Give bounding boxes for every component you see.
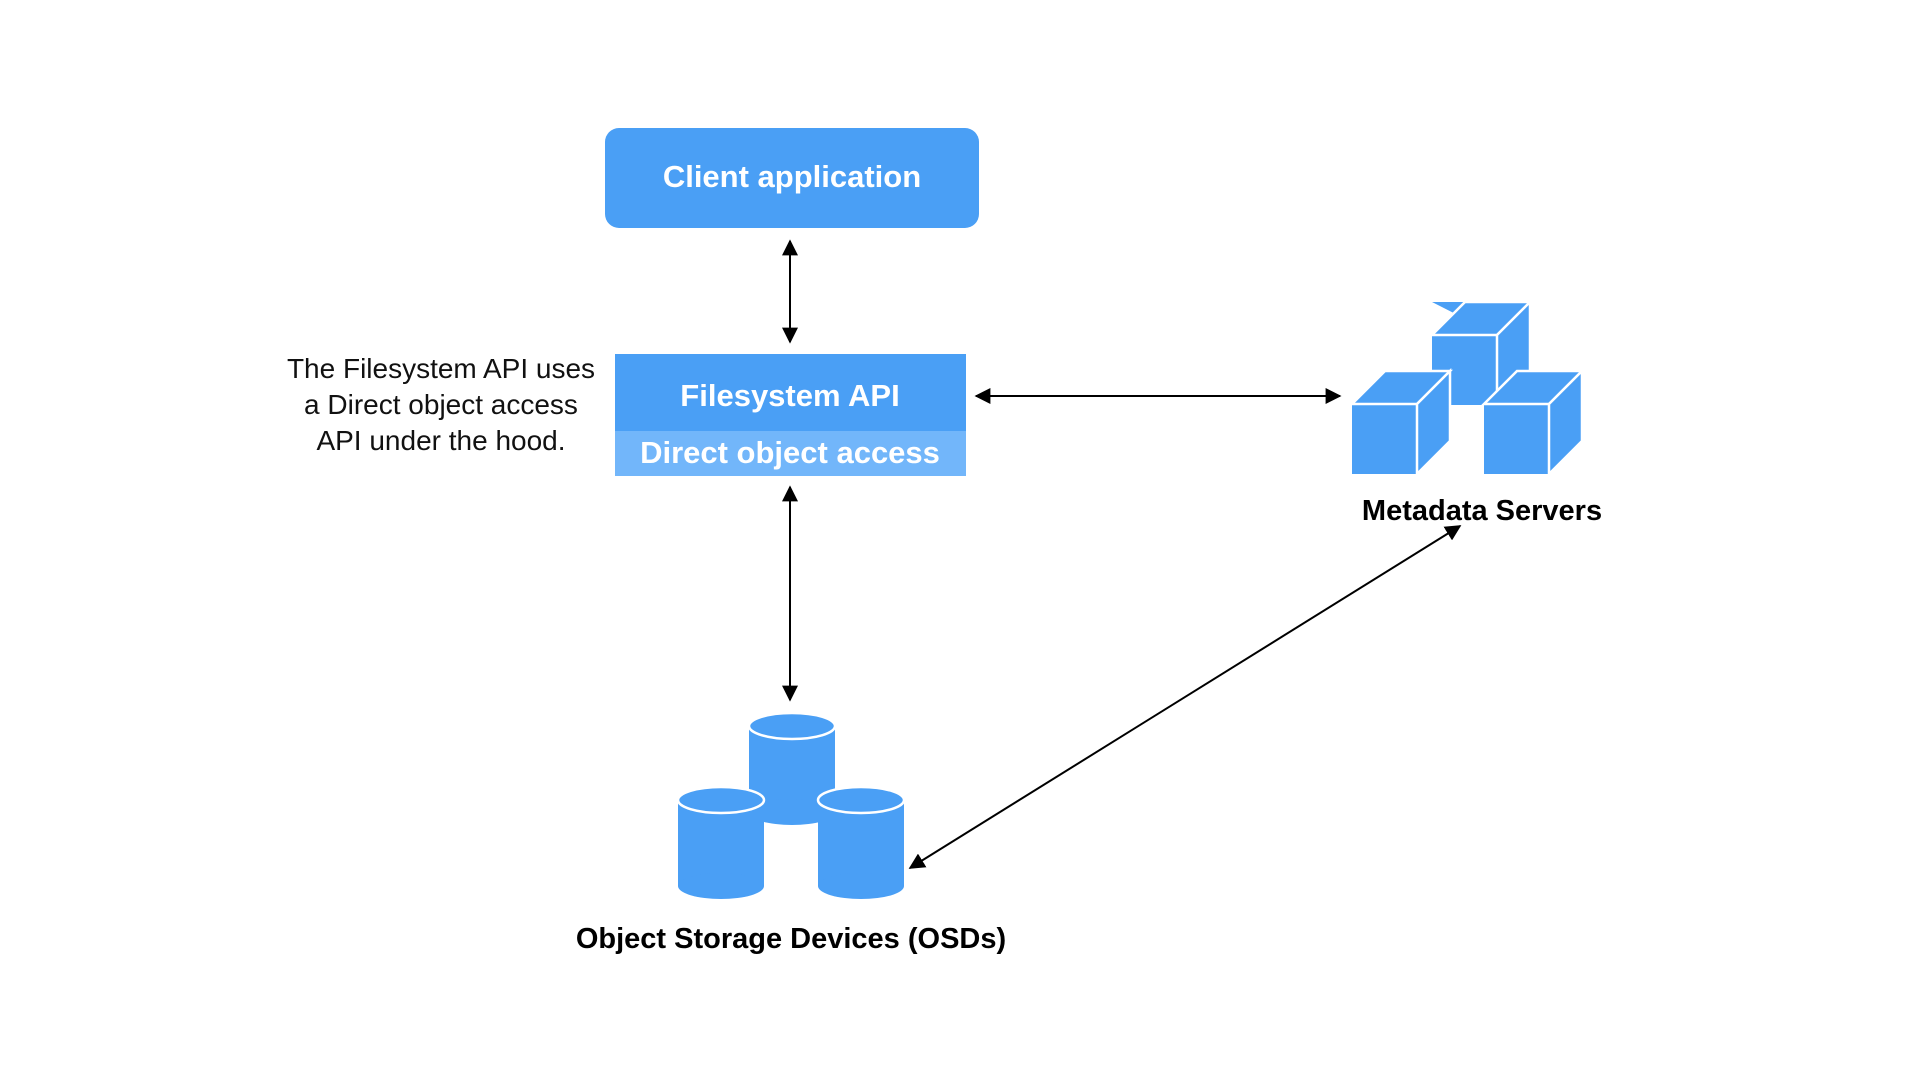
cube-left-front	[1352, 404, 1417, 474]
client-application-label: Client application	[663, 159, 921, 194]
filesystem-api-label: Filesystem API	[680, 378, 899, 413]
arrow-metadata-osd	[908, 525, 1462, 869]
osd-label: Object Storage Devices (OSDs)	[576, 923, 1006, 955]
client-application-box	[605, 128, 979, 228]
filesystem-api-node: Filesystem API Direct object access	[615, 354, 966, 476]
note-line-2: a Direct object access	[304, 389, 578, 420]
metadata-servers-label: Metadata Servers	[1362, 495, 1602, 527]
direct-object-access-box	[615, 431, 966, 476]
database-cylinders-icon	[676, 711, 906, 899]
cube-right-front	[1484, 404, 1549, 474]
direct-object-access-label: Direct object access	[640, 435, 940, 470]
cylinder-left	[676, 785, 766, 899]
filesystem-api-box	[615, 354, 966, 431]
filesystem-note: The Filesystem API uses a Direct object …	[287, 353, 595, 456]
note-line-3: API under the hood.	[316, 425, 565, 456]
client-application-node: Client application	[605, 128, 979, 228]
cylinder-top	[747, 711, 837, 825]
cylinder-right	[816, 785, 906, 899]
cubes-icon	[1348, 298, 1586, 478]
note-line-1: The Filesystem API uses	[287, 353, 595, 384]
